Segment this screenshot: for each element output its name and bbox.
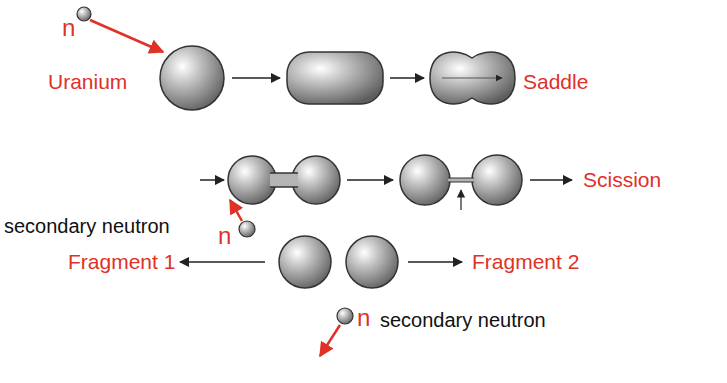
neutron-arrow bbox=[230, 200, 242, 221]
red-label: Fragment 1 bbox=[68, 250, 175, 273]
neutron-ball bbox=[239, 221, 255, 237]
neutron-ball bbox=[77, 7, 91, 21]
fragment-nucleus bbox=[346, 236, 398, 288]
saddle-nucleus bbox=[430, 52, 515, 104]
fragment-nucleus bbox=[279, 236, 331, 288]
fragment-arrow bbox=[408, 261, 462, 263]
step-arrow bbox=[530, 179, 572, 181]
red-label: Saddle bbox=[523, 70, 588, 93]
step-arrow bbox=[232, 77, 280, 79]
red-label: n bbox=[218, 223, 231, 249]
red-label: Scission bbox=[583, 168, 661, 191]
red-label: n bbox=[62, 15, 75, 41]
red-label: Fragment 2 bbox=[472, 250, 579, 273]
red-label: n bbox=[357, 305, 370, 331]
step-arrow bbox=[347, 179, 393, 181]
deformation-arrow bbox=[442, 78, 502, 79]
red-label: Uranium bbox=[48, 70, 127, 93]
uranium-nucleus bbox=[160, 46, 224, 110]
elongated-nucleus bbox=[287, 52, 383, 104]
fragment-arrow bbox=[180, 261, 265, 263]
note-label: secondary neutron bbox=[4, 215, 170, 237]
neutron-ball bbox=[337, 308, 353, 324]
neutron-arrow bbox=[320, 325, 340, 356]
scission-pointer bbox=[460, 190, 461, 210]
step-arrow bbox=[200, 179, 224, 181]
neutron-arrow bbox=[90, 20, 163, 52]
note-label: secondary neutron bbox=[380, 309, 546, 331]
step-arrow bbox=[390, 77, 424, 79]
necking-nucleus bbox=[228, 156, 340, 204]
